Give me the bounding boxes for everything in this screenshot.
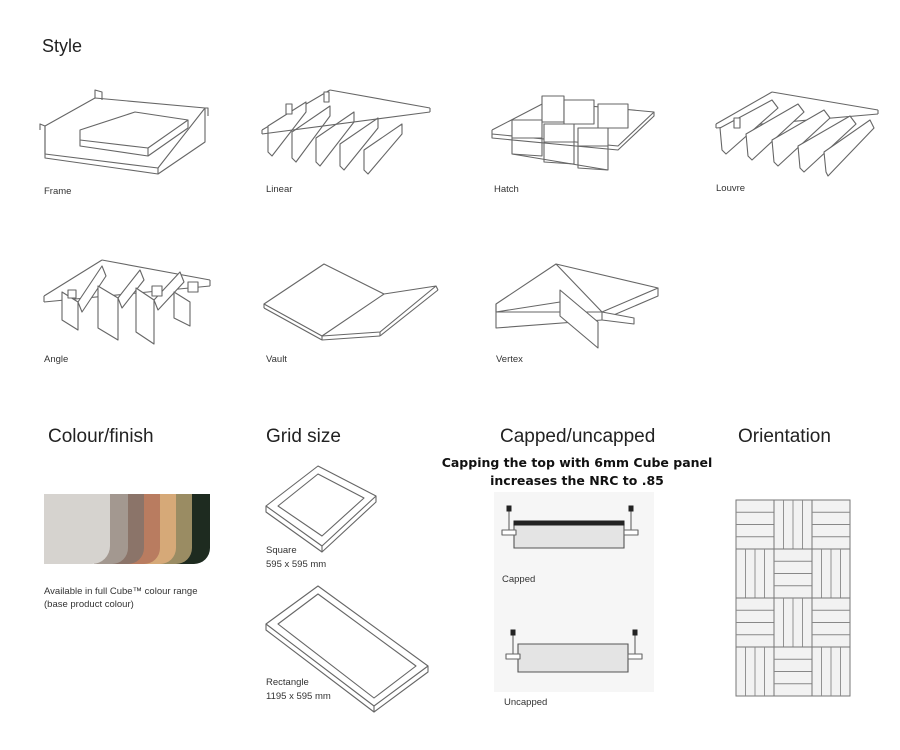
style-label-angle: Angle xyxy=(44,354,69,365)
orientation-tile xyxy=(812,598,850,647)
capped-label: Capped xyxy=(502,574,536,585)
orientation-tile xyxy=(774,647,812,696)
uncapped-section-diagram xyxy=(504,628,644,678)
grid-rect-label: Rectangle xyxy=(266,677,309,688)
style-label-louvre: Louvre xyxy=(716,183,746,194)
capped-note-line2: increases the NRC to .85 xyxy=(490,473,664,488)
square-panel-diagram xyxy=(264,464,380,556)
style-heading: Style xyxy=(42,36,83,56)
orientation-tile xyxy=(736,598,774,647)
angle-diagram xyxy=(42,256,212,348)
orientation-tile xyxy=(774,549,812,598)
linear-diagram xyxy=(258,86,436,178)
colour-caption-line2: (base product colour) xyxy=(44,599,134,610)
louvre-diagram xyxy=(712,88,882,180)
capped-note-line1: Capping the top with 6mm Cube panel xyxy=(441,455,713,470)
capped-section-diagram xyxy=(500,504,644,554)
vault-diagram xyxy=(262,262,442,342)
vertex-diagram xyxy=(494,262,664,352)
grid-size-heading: Grid size xyxy=(266,426,341,447)
orientation-heading: Orientation xyxy=(738,426,831,447)
style-label-frame: Frame xyxy=(44,186,72,197)
style-label-linear: Linear xyxy=(266,184,293,195)
grid-square-size: 595 x 595 mm xyxy=(266,559,327,570)
capped-heading: Capped/uncapped xyxy=(500,426,656,447)
hatch-diagram xyxy=(490,90,658,172)
uncapped-label: Uncapped xyxy=(504,697,548,708)
colour-swatch-strip xyxy=(44,494,210,564)
colour-caption-line1: Available in full Cube™ colour range xyxy=(44,586,198,597)
style-label-vault: Vault xyxy=(266,354,287,365)
grid-rect-size: 1195 x 595 mm xyxy=(266,691,331,702)
colour-heading: Colour/finish xyxy=(48,426,154,447)
style-label-hatch: Hatch xyxy=(494,184,519,195)
colour-swatch xyxy=(44,494,110,564)
orientation-tile xyxy=(736,647,774,696)
frame-diagram xyxy=(40,86,210,176)
orientation-pattern-diagram xyxy=(736,500,850,696)
orientation-tile xyxy=(812,549,850,598)
style-label-vertex: Vertex xyxy=(496,354,523,365)
orientation-tile xyxy=(812,500,850,549)
orientation-tile xyxy=(736,549,774,598)
rectangle-panel-diagram xyxy=(264,584,432,714)
orientation-tile xyxy=(736,500,774,549)
grid-square-label: Square xyxy=(266,545,297,556)
orientation-tile xyxy=(774,500,812,549)
orientation-tile xyxy=(774,598,812,647)
orientation-tile xyxy=(812,647,850,696)
